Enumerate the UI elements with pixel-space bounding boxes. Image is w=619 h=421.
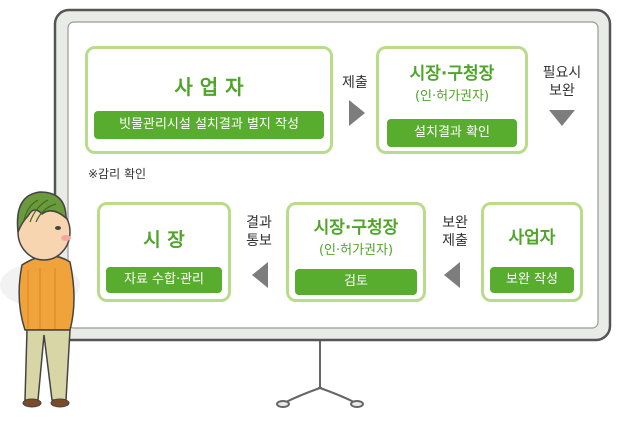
supplement-if-needed-label: 필요시 보완: [538, 64, 586, 100]
step-mayor-review-confirm: 시장·구청장 (인·허가권자) 설치결과 확인: [376, 46, 528, 154]
step-subtitle: (인·허가권자): [414, 89, 490, 104]
step-business-supplement: 사업자 보완 작성: [481, 202, 583, 302]
step-mayor-data-management: 시 장 자료 수합·관리: [97, 202, 231, 302]
step-action: 자료 수합·관리: [106, 267, 222, 293]
left-arrow-icon: [252, 262, 268, 288]
label-line: 제출: [442, 233, 468, 249]
label-line: 결과: [246, 215, 272, 231]
label-line: 보완: [442, 215, 468, 231]
supplement-submit-label: 보완 제출: [436, 214, 474, 250]
step-mayor-review: 시장·구청장 (인·허가권자) 검토: [286, 202, 426, 302]
label-line: 필요시: [542, 65, 582, 81]
step-title: 사 업 자: [174, 75, 244, 99]
step-action: 보완 작성: [490, 267, 574, 293]
label-line: 보완: [549, 83, 575, 99]
person-illustration: [0, 191, 80, 408]
down-arrow-icon: [549, 110, 575, 126]
step-business-operator: 사 업 자 빗물관리시설 설치결과 별지 작성: [85, 46, 333, 154]
left-arrow-icon: [444, 262, 460, 288]
label-line: 통보: [246, 233, 272, 249]
step-action: 설치결과 확인: [387, 119, 517, 147]
submit-label: 제출: [342, 75, 368, 91]
supervision-note: ※감리 확인: [88, 167, 147, 181]
result-notice-label: 결과 통보: [240, 214, 278, 250]
step-title: 시장·구청장: [313, 218, 399, 238]
step-title: 시장·구청장: [409, 64, 495, 84]
step-title: 시 장: [143, 229, 185, 251]
step-title: 사업자: [508, 228, 556, 248]
easel-stand: [276, 338, 364, 408]
right-arrow-icon: [349, 100, 365, 126]
step-action: 검토: [295, 269, 417, 295]
step-subtitle: (인·허가권자): [318, 243, 394, 258]
step-action: 빗물관리시설 설치결과 별지 작성: [94, 111, 324, 139]
